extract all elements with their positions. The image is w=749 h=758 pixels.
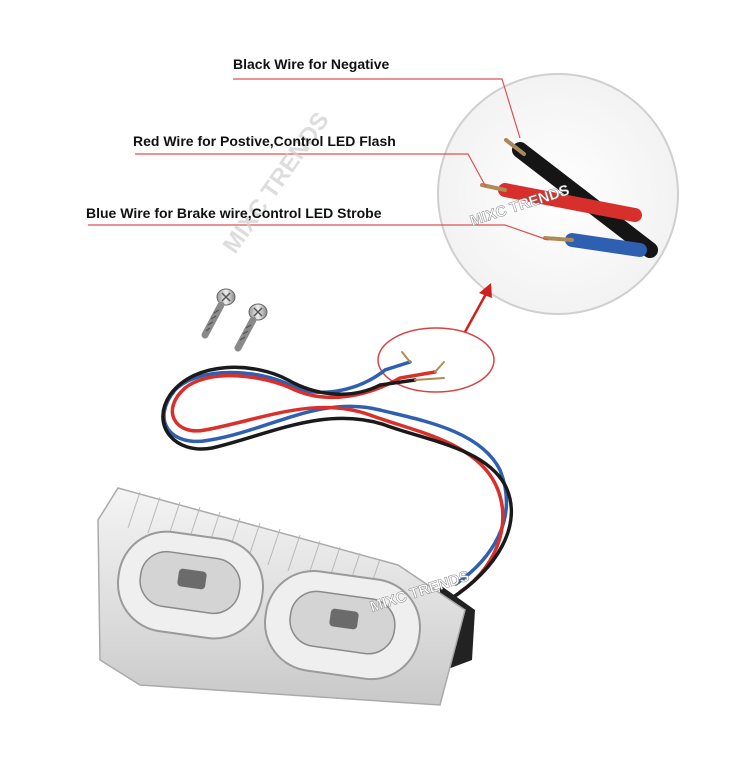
zoom-callout xyxy=(437,73,679,315)
wire-black xyxy=(161,365,514,600)
screw-right xyxy=(234,303,268,352)
leader-line-blue xyxy=(88,224,549,241)
led-lens-right xyxy=(264,569,421,681)
leader-line-red xyxy=(135,153,487,188)
label-red-wire: Red Wire for Postive,Control LED Flash xyxy=(133,133,396,149)
watermark-top: MIXC TRENDS xyxy=(218,108,335,259)
wire-black-tip xyxy=(414,377,445,381)
zoom-arrow xyxy=(463,283,492,333)
leader-line-black xyxy=(233,78,521,139)
screw-left xyxy=(201,288,236,339)
led-module xyxy=(97,487,475,706)
wire-red xyxy=(170,370,505,594)
label-blue-wire: Blue Wire for Brake wire,Control LED Str… xyxy=(86,205,382,221)
label-black-wire: Black Wire for Negative xyxy=(233,56,390,72)
leader-lines xyxy=(88,78,549,241)
wire-blue-tip xyxy=(401,351,411,363)
led-lens-left xyxy=(116,530,265,640)
wire-blue xyxy=(162,360,509,586)
wire-end-callout xyxy=(377,327,495,393)
wire-red-tip xyxy=(434,361,445,373)
wire-bundle xyxy=(161,351,514,600)
zoom-blue-wire xyxy=(543,233,647,257)
